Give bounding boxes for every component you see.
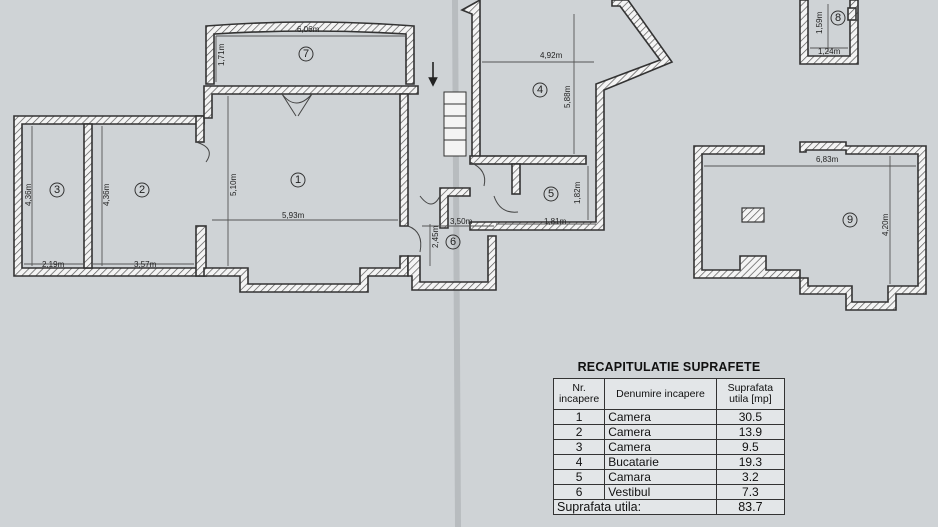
row-nr: 6 bbox=[552, 484, 606, 500]
room-2-label: 2 bbox=[139, 184, 145, 196]
room-6-label: 6 bbox=[450, 236, 456, 248]
row-name: Vestibul bbox=[604, 484, 717, 500]
summary-title: RECAPITULATIE SUPRAFETE bbox=[577, 360, 761, 374]
row-nr: 4 bbox=[552, 454, 606, 470]
row-area: 9.5 bbox=[715, 439, 786, 455]
dim-683: 6,83m bbox=[816, 155, 839, 164]
dim-357: 3,57m bbox=[134, 260, 157, 269]
row-area: 19.3 bbox=[715, 454, 786, 470]
room-8-plan bbox=[799, 0, 859, 65]
table-row: 3 Camera 9.5 bbox=[552, 439, 786, 455]
dim-606: 6,06m bbox=[297, 25, 320, 34]
row-nr: 1 bbox=[552, 409, 606, 425]
dim-182: 1,82m bbox=[573, 181, 582, 204]
stairs bbox=[444, 103, 466, 141]
header-name: Denumire incapere bbox=[604, 378, 717, 410]
doors bbox=[195, 93, 519, 253]
dim-492: 4,92m bbox=[540, 51, 563, 60]
dimension-lines bbox=[24, 4, 916, 284]
row-name: Camera bbox=[604, 439, 717, 455]
room-9-plan bbox=[693, 141, 927, 311]
main-plan-walls bbox=[13, 0, 674, 293]
header-area: Suprafata utila [mp] bbox=[715, 378, 786, 410]
row-area: 30.5 bbox=[715, 409, 786, 425]
dim-436-b: 4,36m bbox=[102, 183, 111, 206]
dim-350: 3,50m bbox=[450, 217, 473, 226]
dim-159: 1,59m bbox=[815, 11, 824, 34]
row-nr: 3 bbox=[552, 439, 606, 455]
row-area: 3.2 bbox=[715, 469, 786, 485]
room-5-label: 5 bbox=[548, 188, 554, 200]
summary-table: Nr. incapere Denumire incapere Suprafata… bbox=[552, 378, 786, 515]
dim-124: 1,24m bbox=[818, 47, 841, 56]
room-7-label: 7 bbox=[303, 48, 309, 60]
row-area: 7.3 bbox=[715, 484, 786, 500]
row-nr: 5 bbox=[552, 469, 606, 485]
total-row: Suprafata utila: 83.7 bbox=[553, 499, 786, 515]
room-8-label: 8 bbox=[835, 12, 841, 24]
table-row: 1 Camera 30.5 bbox=[552, 409, 786, 425]
row-nr: 2 bbox=[552, 424, 606, 440]
room-4-label: 4 bbox=[537, 84, 543, 96]
dim-420: 4,20m bbox=[881, 213, 890, 236]
dimension-labels: 6,06m 1,71m 4,92m 5,88m 5,10m 5,93m 4,36… bbox=[24, 11, 890, 269]
dim-219: 2,19m bbox=[42, 260, 65, 269]
paper-fold bbox=[452, 0, 461, 527]
room-3-label: 3 bbox=[54, 184, 60, 196]
total-value: 83.7 bbox=[715, 499, 786, 515]
room-1-label: 1 bbox=[295, 174, 301, 186]
header-nr: Nr. incapere bbox=[552, 378, 606, 410]
summary-header-row: Nr. incapere Denumire incapere Suprafata… bbox=[552, 378, 786, 410]
table-row: 6 Vestibul 7.3 bbox=[552, 484, 786, 500]
row-name: Camera bbox=[604, 409, 717, 425]
row-name: Camera bbox=[604, 424, 717, 440]
dim-588: 5,88m bbox=[563, 85, 572, 108]
dim-181: 1,81m bbox=[544, 217, 567, 226]
total-label: Suprafata utila: bbox=[553, 499, 717, 515]
room-9-label: 9 bbox=[847, 214, 853, 226]
table-row: 4 Bucatarie 19.3 bbox=[552, 454, 786, 470]
dim-245: 2,45m bbox=[431, 225, 440, 248]
room-labels: 1 2 3 4 5 6 7 8 9 bbox=[49, 10, 858, 250]
row-name: Bucatarie bbox=[604, 454, 717, 470]
dim-171: 1,71m bbox=[217, 43, 226, 66]
dim-593: 5,93m bbox=[282, 211, 305, 220]
table-row: 5 Camara 3.2 bbox=[552, 469, 786, 485]
row-name: Camara bbox=[604, 469, 717, 485]
row-area: 13.9 bbox=[715, 424, 786, 440]
dim-436-a: 4,36m bbox=[24, 183, 33, 206]
dim-510: 5,10m bbox=[229, 173, 238, 196]
table-row: 2 Camera 13.9 bbox=[552, 424, 786, 440]
area-summary: RECAPITULATIE SUPRAFETE Nr. incapere Den… bbox=[552, 360, 786, 515]
